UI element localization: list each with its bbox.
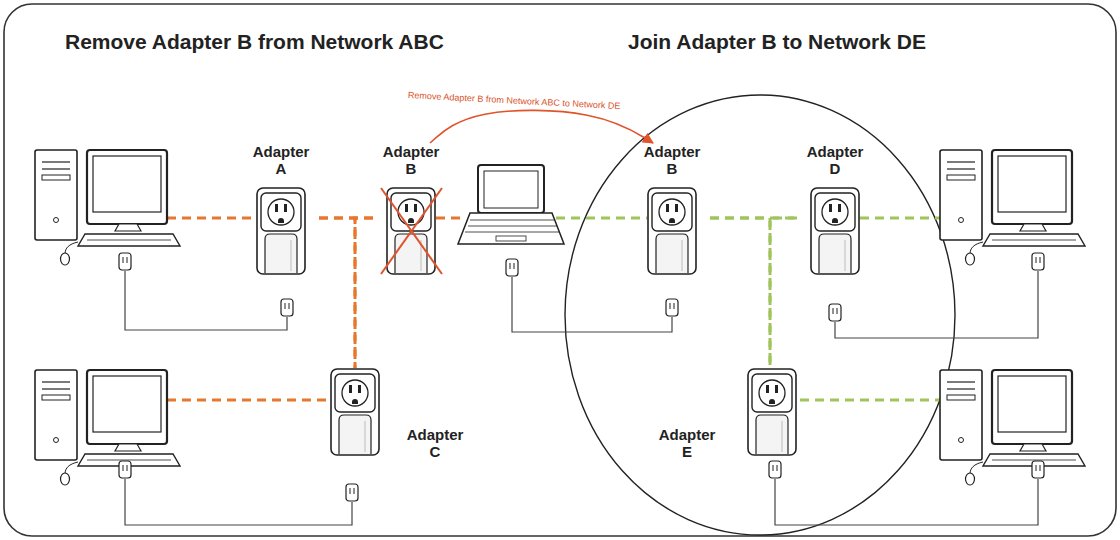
label-box: Adapter D: [803, 143, 867, 177]
label-box: Adapter A: [249, 143, 313, 177]
adapter-body: [647, 187, 697, 275]
adapter-body: [386, 187, 436, 275]
move-arrow: [430, 110, 653, 143]
arrow-label: Remove Adapter B from Network ABC to Net…: [408, 90, 621, 111]
laptop-computer: [458, 165, 564, 244]
label-box: Adapter B: [379, 143, 443, 177]
powerline-adapter: Adapter E: [655, 368, 805, 460]
power-plug: [829, 304, 841, 321]
power-plug: [346, 484, 358, 501]
network-link: [710, 218, 770, 368]
desktop-computer: [940, 370, 1085, 485]
powerline-adapter: Adapter D: [797, 143, 873, 277]
network-link: [355, 218, 373, 368]
desktop-computer: [940, 150, 1085, 265]
adapter-body: [747, 368, 797, 456]
powerline-adapter: Adapter C: [325, 368, 475, 460]
network-link: [319, 217, 373, 220]
power-plug: [119, 461, 131, 478]
adapter-body: [256, 187, 306, 275]
powerline-adapter: Adapter A: [243, 143, 319, 277]
power-cords: [125, 271, 1038, 525]
power-plug: [119, 253, 131, 270]
power-plug: [1032, 253, 1044, 270]
adapter-label: Adapter D: [803, 143, 867, 177]
power-plug: [281, 299, 293, 316]
label-box: Adapter E: [655, 426, 719, 460]
network-link: [319, 218, 355, 368]
desktop-computer: [35, 150, 180, 265]
powerline-adapter: Adapter B: [373, 143, 449, 277]
removed-cross: [381, 188, 442, 274]
network-link: [710, 217, 797, 220]
adapter-label: Adapter E: [655, 426, 719, 460]
label-box: Adapter C: [403, 426, 467, 460]
network-circle: [565, 95, 955, 535]
network-link: [770, 218, 797, 368]
powerline-adapter: Adapter B: [634, 143, 710, 277]
section-heading: Join Adapter B to Network DE: [628, 30, 926, 54]
power-plug: [1032, 461, 1044, 478]
adapter-body: [330, 368, 380, 456]
desktop-computer: [35, 370, 180, 485]
power-plug: [769, 461, 781, 478]
ethernet-cables: [167, 218, 940, 400]
outer-frame: [4, 4, 1116, 536]
adapter-label: Adapter C: [403, 426, 467, 460]
power-plug: [506, 259, 518, 276]
adapter-label: Adapter A: [249, 143, 313, 177]
power-plug: [666, 299, 678, 316]
label-box: Adapter B: [640, 143, 704, 177]
adapter-label: Adapter B: [640, 143, 704, 177]
section-heading: Remove Adapter B from Network ABC: [65, 30, 444, 54]
adapter-label: Adapter B: [379, 143, 443, 177]
adapter-body: [810, 187, 860, 275]
